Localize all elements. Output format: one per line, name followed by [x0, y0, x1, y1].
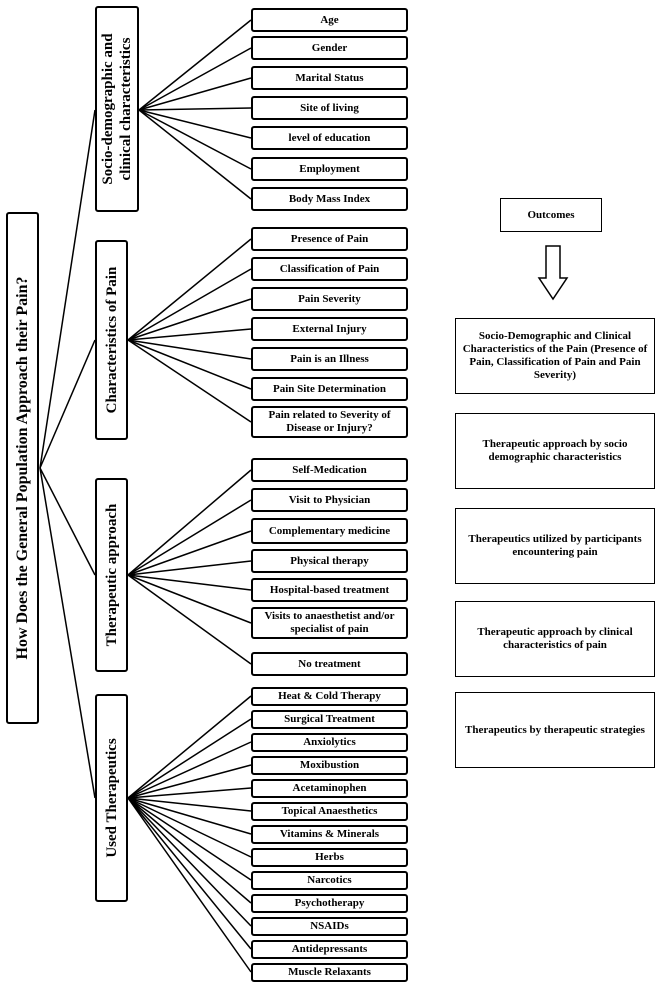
item-connector-line [127, 574, 252, 591]
item-connector-line [127, 797, 252, 973]
root-connector-line [39, 467, 96, 576]
item-complementary-medicine: Complementary medicine [251, 518, 408, 544]
category-box-sociodemographic: Socio-demographic and clinical character… [95, 6, 139, 212]
item-connector-line [127, 787, 252, 799]
item-connector-line [127, 718, 252, 799]
item-connector-line [127, 530, 252, 576]
outcomes-title-box: Outcomes [500, 198, 602, 232]
category-box-pain-characteristics: Characteristics of Pain [95, 240, 128, 440]
item-connector-line [138, 47, 252, 111]
item-herbs: Herbs [251, 848, 408, 867]
item-acetaminophen: Acetaminophen [251, 779, 408, 798]
item-connector-line [127, 574, 252, 624]
item-connector-line [127, 339, 252, 390]
item-visit-to-physician: Visit to Physician [251, 488, 408, 512]
item-connector-line [127, 695, 252, 799]
item-connector-line [127, 560, 252, 576]
item-connector-line [127, 797, 252, 858]
item-pain-site-determination: Pain Site Determination [251, 377, 408, 401]
item-moxibustion: Moxibustion [251, 756, 408, 775]
item-connector-line [127, 741, 252, 799]
item-pain-related-to-severity: Pain related to Severity of Disease or I… [251, 406, 408, 438]
down-arrow-icon [537, 245, 569, 301]
item-connector-line [127, 797, 252, 904]
item-connector-line [127, 298, 252, 341]
item-age: Age [251, 8, 408, 32]
item-connector-line [138, 109, 252, 170]
item-vitamins-minerals: Vitamins & Minerals [251, 825, 408, 844]
item-connector-line [127, 238, 252, 341]
item-marital-status: Marital Status [251, 66, 408, 90]
item-external-injury: External Injury [251, 317, 408, 341]
category-label-used-therapeutics: Used Therapeutics [103, 738, 120, 858]
item-anxiolytics: Anxiolytics [251, 733, 408, 752]
item-hospital-based-treatment: Hospital-based treatment [251, 578, 408, 602]
item-nsaids: NSAIDs [251, 917, 408, 936]
item-self-medication: Self-Medication [251, 458, 408, 482]
item-gender: Gender [251, 36, 408, 60]
outcome-box-1: Socio-Demographic and Clinical Character… [455, 318, 655, 394]
outcome-box-2: Therapeutic approach by socio demographi… [455, 413, 655, 489]
outcome-box-5: Therapeutics by therapeutic strategies [455, 692, 655, 768]
outcome-box-4: Therapeutic approach by clinical charact… [455, 601, 655, 677]
item-pain-severity: Pain Severity [251, 287, 408, 311]
root-box: How Does the General Population Approach… [6, 212, 39, 724]
item-connector-line [127, 499, 252, 576]
item-connector-line [127, 469, 252, 576]
item-visits-to-anaesthetist: Visits to anaesthetist and/or specialist… [251, 607, 408, 639]
root-connector-line [39, 467, 96, 799]
item-pain-is-an-illness: Pain is an Illness [251, 347, 408, 371]
item-physical-therapy: Physical therapy [251, 549, 408, 573]
item-surgical-treatment: Surgical Treatment [251, 710, 408, 729]
item-connector-line [138, 77, 252, 111]
root-connector-line [39, 109, 96, 469]
item-connector-line [127, 339, 252, 360]
outcomes-title: Outcomes [527, 208, 575, 221]
item-connector-line [138, 109, 252, 200]
category-box-therapeutic-approach: Therapeutic approach [95, 478, 128, 672]
root-label: How Does the General Population Approach… [13, 276, 31, 660]
item-connector-line [127, 339, 252, 423]
item-muscle-relaxants: Muscle Relaxants [251, 963, 408, 982]
item-connector-line [127, 764, 252, 799]
item-antidepressants: Antidepressants [251, 940, 408, 959]
item-connector-line [138, 109, 252, 139]
item-classification-of-pain: Classification of Pain [251, 257, 408, 281]
item-connector-line [127, 574, 252, 665]
item-level-of-education: level of education [251, 126, 408, 150]
item-connector-line [127, 797, 252, 812]
item-connector-line [127, 797, 252, 835]
item-connector-line [127, 328, 252, 341]
outcome-box-3: Therapeutics utilized by participants en… [455, 508, 655, 584]
item-connector-line [138, 107, 252, 111]
item-connector-line [127, 797, 252, 927]
category-box-used-therapeutics: Used Therapeutics [95, 694, 128, 902]
item-heat-cold-therapy: Heat & Cold Therapy [251, 687, 408, 706]
item-connector-line [127, 797, 252, 881]
item-no-treatment: No treatment [251, 652, 408, 676]
category-label-pain-characteristics: Characteristics of Pain [103, 266, 120, 414]
item-psychotherapy: Psychotherapy [251, 894, 408, 913]
root-connector-line [39, 339, 96, 469]
category-label-therapeutic-approach: Therapeutic approach [103, 503, 120, 647]
item-connector-line [127, 268, 252, 341]
item-narcotics: Narcotics [251, 871, 408, 890]
item-site-of-living: Site of living [251, 96, 408, 120]
item-topical-anaesthetics: Topical Anaesthetics [251, 802, 408, 821]
item-employment: Employment [251, 157, 408, 181]
item-body-mass-index: Body Mass Index [251, 187, 408, 211]
item-connector-line [138, 19, 252, 111]
item-connector-line [127, 797, 252, 950]
item-presence-of-pain: Presence of Pain [251, 227, 408, 251]
category-label-sociodemographic: Socio-demographic and clinical character… [100, 33, 134, 185]
